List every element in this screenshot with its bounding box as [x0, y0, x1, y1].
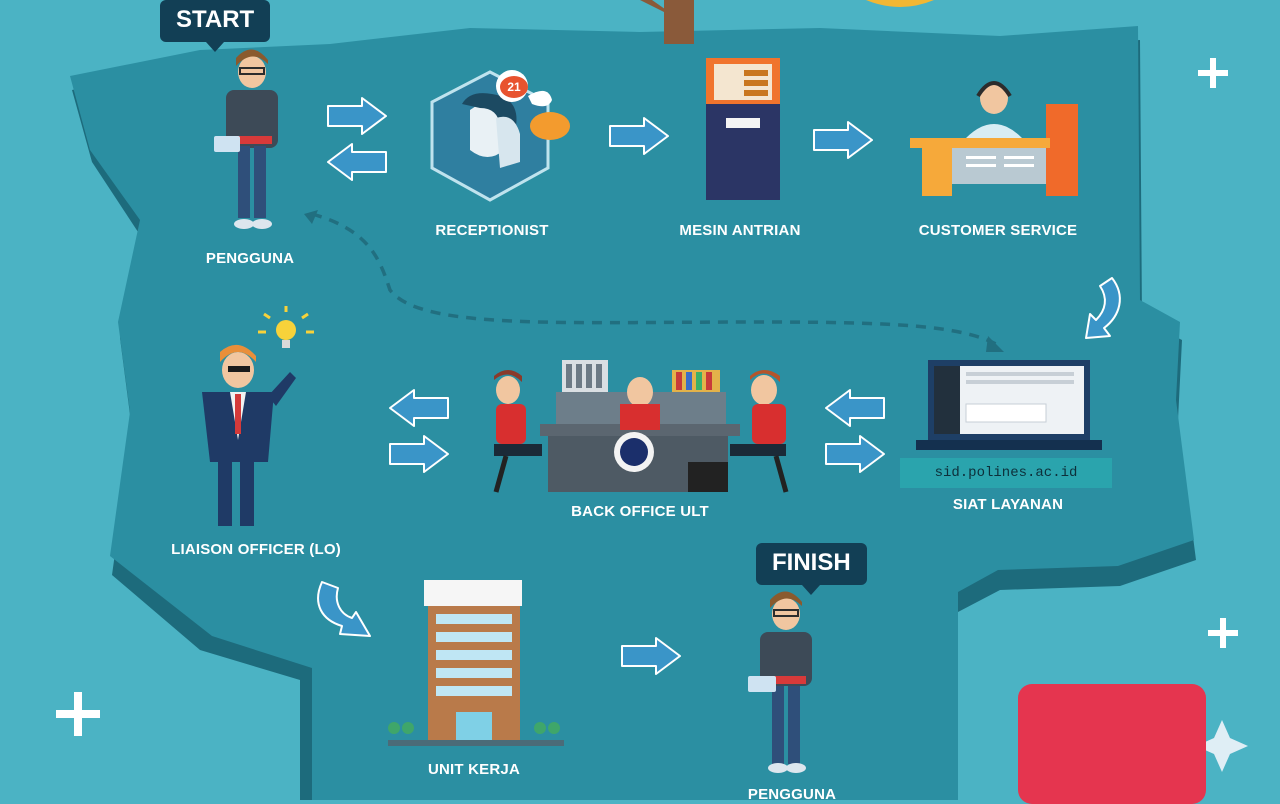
arrow-right-icon — [327, 97, 387, 135]
label-pengguna-finish: PENGGUNA — [747, 786, 837, 803]
tree-branch-icon — [640, 0, 672, 14]
chat-badge: 21 — [500, 76, 528, 98]
sparkle-icon — [1196, 720, 1248, 772]
back-office-team-icon — [493, 360, 789, 493]
arrow-right-icon — [621, 637, 681, 675]
curved-arrow-down-icon — [1085, 277, 1121, 339]
tree-trunk-icon — [664, 0, 694, 44]
arrow-right-icon — [813, 121, 873, 159]
label-receptionist: RECEPTIONIST — [435, 222, 549, 239]
arrow-right-icon — [609, 117, 669, 155]
dashed-return-path — [311, 212, 997, 346]
curved-arrow-down-icon — [317, 581, 371, 637]
start-tag: START — [160, 0, 271, 52]
siat-url-label: sid.polines.ac.id — [900, 458, 1112, 488]
queue-machine-icon — [706, 58, 780, 200]
arrow-left-icon — [389, 389, 449, 427]
liaison-officer-icon — [202, 306, 314, 526]
label-customer-service: CUSTOMER SERVICE — [918, 222, 1078, 239]
customer-service-desk-icon — [910, 81, 1078, 196]
plus-decoration-icon — [56, 58, 1238, 736]
arrow-left-icon — [327, 143, 387, 181]
label-mesin-antrian: MESIN ANTRIAN — [679, 222, 801, 239]
label-back-office: BACK OFFICE ULT — [571, 503, 709, 520]
receptionist-icon — [430, 70, 570, 202]
label-liaison-officer: LIAISON OFFICER (LO) — [171, 541, 341, 558]
laptop-siat-icon — [916, 360, 1102, 450]
person-user-start-icon — [214, 49, 278, 229]
coin-icon — [866, 0, 934, 7]
label-siat-layanan: SIAT LAYANAN — [952, 496, 1064, 513]
dashed-arrowhead-icon — [304, 210, 318, 224]
arrow-right-icon — [389, 435, 449, 473]
finish-tag: FINISH — [756, 543, 867, 595]
person-user-finish-icon — [748, 591, 812, 773]
arrow-left-icon — [825, 389, 885, 427]
arrow-right-icon — [825, 435, 885, 473]
label-pengguna-start: PENGGUNA — [205, 250, 295, 267]
red-block — [1018, 684, 1206, 804]
label-unit-kerja: UNIT KERJA — [427, 761, 521, 778]
dashed-arrowhead-icon — [986, 336, 1004, 352]
building-unit-kerja-icon — [388, 580, 564, 746]
